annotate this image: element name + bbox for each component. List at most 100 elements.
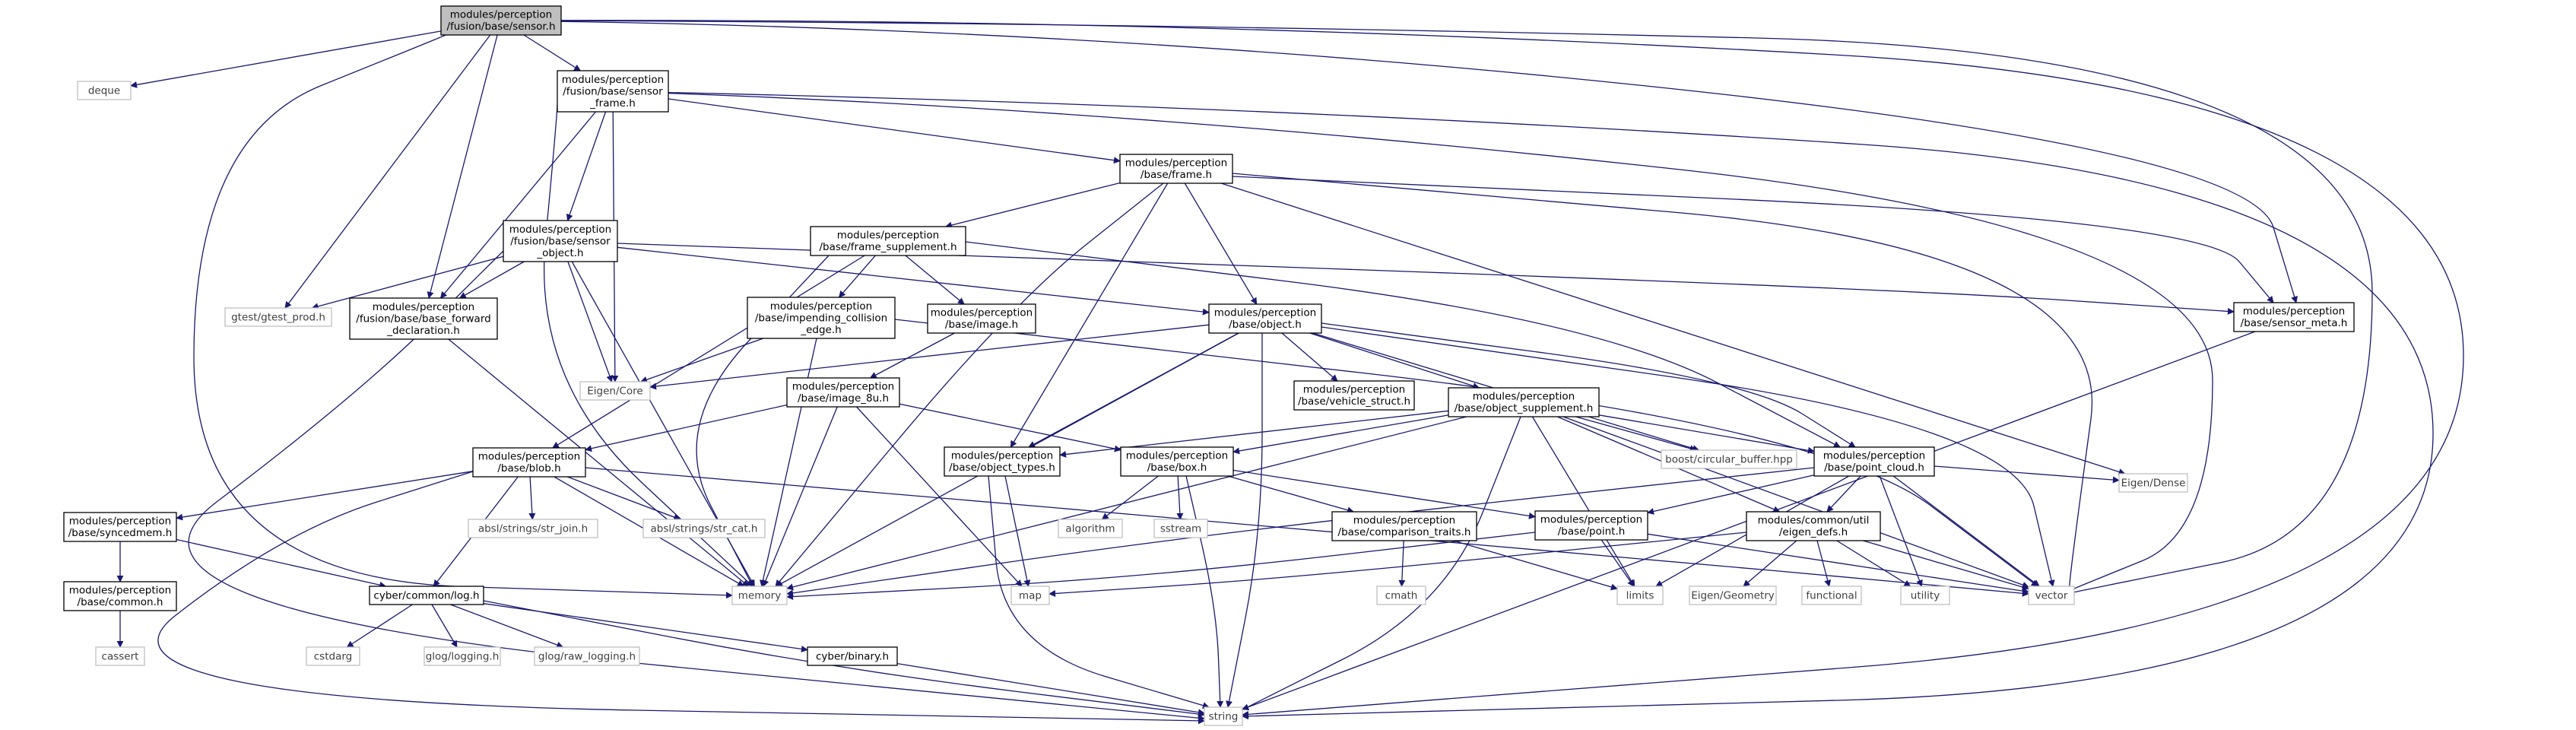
node-log-h[interactable]: cyber/common/log.h (369, 586, 484, 605)
node-box (77, 81, 132, 100)
edge-image-8u-h-to-blob-h (585, 404, 788, 452)
node-label-line: _object.h (536, 247, 583, 259)
node-frame-supplement-h[interactable]: modules/perception/base/frame_supplement… (810, 226, 966, 256)
edge-blob-h-to-str-join (528, 476, 536, 520)
node-blob-h[interactable]: modules/perception/base/blob.h (472, 447, 586, 478)
node-label-line: /base/point_cloud.h (1824, 462, 1924, 474)
node-label-line: cassert (102, 650, 139, 662)
node-label-line: modules/perception (1303, 384, 1405, 396)
node-label-line: /base/object_types.h (949, 462, 1055, 474)
node-functional: functional (1801, 586, 1862, 605)
node-label-line: /fusion/base/sensor.h (446, 21, 555, 33)
edge-log-h-to-glog-raw-logging (450, 604, 564, 649)
node-box (63, 581, 177, 611)
node-point-h[interactable]: modules/perception/base/point.h (1534, 510, 1648, 541)
node-label-line: memory (738, 589, 781, 601)
edge-box-h-to-algorithm (1101, 475, 1159, 520)
node-sensor-frame-h[interactable]: modules/perception/fusion/base/sensor_fr… (557, 70, 669, 113)
edge-frame-h-to-sensor-meta-h (1232, 176, 2274, 303)
edge-sensor-object-h-to-eigen-core (567, 261, 614, 382)
node-box (95, 646, 145, 666)
node-label-line: /base/frame.h (1140, 169, 1212, 181)
node-label-line: modules/perception (951, 450, 1053, 462)
node-label-line: modules/perception (1214, 307, 1316, 319)
node-label-line: _edge.h (800, 324, 841, 336)
node-label-line: /base/vehicle_struct.h (1298, 395, 1410, 408)
node-common-h[interactable]: modules/perception/base/common.h (63, 581, 177, 611)
node-glog-logging: glog/logging.h (424, 646, 501, 666)
node-label-line: Eigen/Dense (2121, 477, 2186, 489)
node-box (503, 220, 618, 262)
node-map: map (1010, 586, 1050, 605)
node-label-line: /base/impending_collision (755, 312, 887, 324)
node-object-types-h[interactable]: modules/perception/base/object_types.h (944, 446, 1061, 477)
node-label-line: algorithm (1065, 522, 1115, 535)
node-box (1534, 510, 1648, 541)
edge-log-h-to-cstdarg (346, 604, 413, 648)
edge-blob-h-to-syncedmem-h (176, 471, 474, 521)
edge-object-supplement-h-to-string (1235, 416, 1521, 716)
node-vehicle-struct-h[interactable]: modules/perception/base/vehicle_struct.h (1293, 380, 1415, 411)
node-eigen-geometry: Eigen/Geometry (1689, 586, 1777, 605)
edge-sensor-h-to-gtest-prod-h (284, 34, 491, 309)
node-cstdarg: cstdarg (306, 646, 360, 666)
node-label-line: utility (1911, 589, 1940, 601)
header-nodes: modules/perception/fusion/base/sensor.h d… (63, 5, 2355, 726)
edge-point-cloud-h-to-vector (1892, 475, 2040, 587)
node-utility: utility (1900, 586, 1950, 605)
node-box (369, 586, 484, 605)
node-label-line: deque (88, 84, 120, 97)
node-label-line: map (1019, 589, 1042, 601)
node-box-h[interactable]: modules/perception/base/box.h (1120, 446, 1234, 477)
node-point-cloud-h[interactable]: modules/perception/base/point_cloud.h (1813, 446, 1935, 477)
node-comparison-traits-h[interactable]: modules/perception/base/comparison_trait… (1331, 511, 1477, 541)
edge-point-cloud-h-to-memory (786, 467, 1815, 597)
edge-syncedmem-h-to-log-h (176, 538, 387, 589)
node-impending-h[interactable]: modules/perception/base/impending_collis… (747, 297, 896, 339)
edge-sensor-object-h-to-sensor-meta-h (617, 243, 2235, 315)
node-label-line: modules/perception (509, 224, 611, 236)
node-label-line: string (1209, 710, 1239, 722)
node-syncedmem-h[interactable]: modules/perception/base/syncedmem.h (63, 512, 177, 542)
edge-blob-h-to-str-cat (566, 476, 681, 521)
node-label-line: _declaration.h (386, 325, 460, 337)
node-label-line: /base/frame_supplement.h (820, 241, 957, 253)
node-box (2233, 302, 2355, 332)
node-glog-raw-logging: glog/raw_logging.h (534, 646, 640, 666)
node-label-line: /base/object.h (1229, 319, 1302, 331)
edge-frame-h-to-vector (1232, 173, 2093, 592)
edge-frame-h-to-object-h (1184, 182, 1258, 305)
node-sensor-h[interactable]: modules/perception/fusion/base/sensor.h (440, 5, 562, 36)
edge-sensor-h-to-sensor-frame-h (523, 34, 582, 71)
node-binary-h[interactable]: cyber/binary.h (807, 646, 898, 666)
node-label-line: glog/logging.h (426, 650, 500, 662)
edge-sensor-h-to-deque (130, 30, 442, 88)
node-label-line: Eigen/Core (587, 385, 643, 397)
edge-point-cloud-h-to-point-h (1647, 474, 1815, 515)
node-label-line: modules/perception (931, 307, 1033, 319)
node-object-h[interactable]: modules/perception/base/object.h (1208, 303, 1322, 334)
node-base-forward-h[interactable]: modules/perception/fusion/base/base_forw… (349, 297, 498, 340)
node-algorithm: algorithm (1058, 519, 1123, 538)
node-image-8u-h[interactable]: modules/perception/base/image_8u.h (786, 377, 900, 408)
node-label-line: modules/perception (770, 300, 872, 313)
edge-sensor-frame-h-to-frame-h (668, 98, 1121, 164)
edge-comparison-traits-h-to-cmath (1398, 540, 1406, 587)
node-eigen-defs-h[interactable]: modules/common/util/eigen_defs.h (1746, 511, 1881, 541)
node-box (810, 226, 966, 256)
node-frame-h[interactable]: modules/perception/base/frame.h (1119, 154, 1233, 184)
node-label-line: cyber/common/log.h (373, 589, 479, 601)
edge-eigen-defs-h-to-eigen-geometry (1743, 540, 1797, 587)
node-sensor-meta-h[interactable]: modules/perception/base/sensor_meta.h (2233, 302, 2355, 332)
node-object-supplement-h[interactable]: modules/perception/base/object_supplemen… (1448, 387, 1600, 417)
node-image-h[interactable]: modules/perception/base/image.h (927, 303, 1036, 334)
edge-sensor-frame-h-to-vector (668, 92, 2213, 594)
node-label-line: /base/image_8u.h (798, 392, 889, 405)
edge-object-supplement-h-to-point-cloud-h (1598, 414, 1815, 454)
node-label-line: /fusion/base/sensor (563, 85, 663, 97)
edge-box-h-to-comparison-traits-h (1227, 475, 1355, 514)
node-box (807, 646, 898, 666)
node-sensor-object-h[interactable]: modules/perception/fusion/base/sensor_ob… (503, 220, 618, 262)
node-label-line: cstdarg (314, 650, 352, 662)
node-label-line: modules/perception (2243, 306, 2345, 318)
